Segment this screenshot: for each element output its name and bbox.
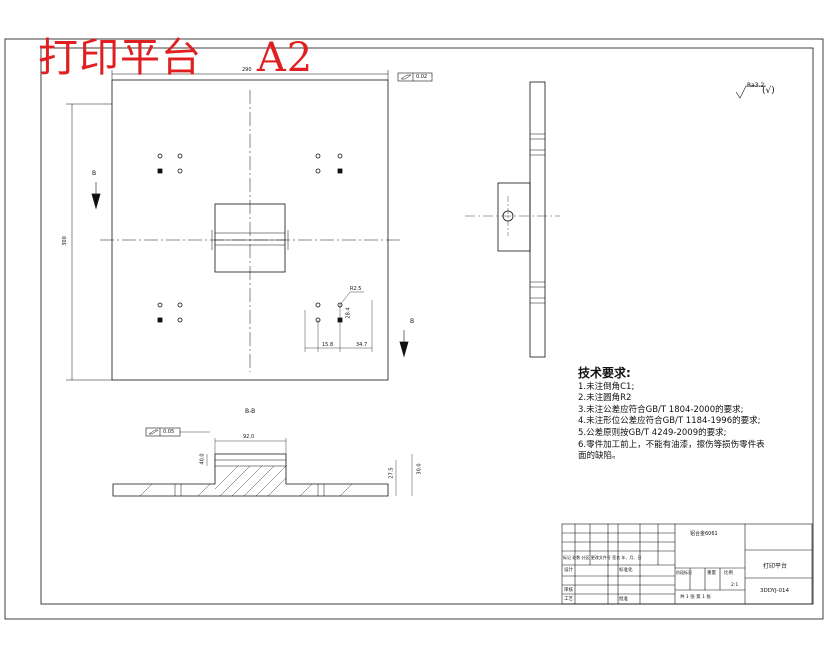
hole-group-bl <box>157 302 183 323</box>
roughness-suffix: (√) <box>762 86 775 96</box>
tb-stage: 阶段标记 <box>676 570 692 575</box>
roughness-symbol <box>735 85 766 99</box>
notes-heading: 技术要求: <box>578 366 631 380</box>
hole-group-tr <box>315 153 343 174</box>
tb-weight: 重量 <box>707 571 716 576</box>
dim-top-width: 290 <box>242 67 252 73</box>
cut-mark-right: B <box>410 318 415 325</box>
section-arrow-left <box>91 182 101 210</box>
note-line: 6.零件加工前上，不能有油漆，擦伤等损伤零件表 <box>578 439 765 450</box>
cut-mark-left: B <box>92 170 97 177</box>
note-line: 4.未注形位公差应符合GB/T 1184-1996的要求; <box>578 416 761 427</box>
hole-group-tl <box>157 153 183 174</box>
dim-left-height: 300 <box>61 236 68 246</box>
section-hatching <box>139 465 353 497</box>
dim-a: 15.8 <box>322 342 334 348</box>
dim-c: 28.4 <box>345 307 352 319</box>
platform-outline <box>111 79 389 381</box>
dim-section-width: 92.0 <box>243 434 255 440</box>
inner-frame <box>40 47 814 605</box>
tb-sheets: 共 1 张 第 1 张 <box>680 595 711 600</box>
note-line: 5.公差原则按GB/T 4249-2009的要求; <box>578 427 727 438</box>
roughness-value: Ra3.2 <box>747 82 765 89</box>
section-profile <box>112 453 389 497</box>
tb-scale: 2:1 <box>731 583 739 588</box>
outer-frame <box>4 38 824 620</box>
tb-approve: 批准 <box>619 597 628 602</box>
tb-standard: 标准化 <box>619 568 633 573</box>
tb-craft: 工艺 <box>564 597 573 602</box>
dim-section-small: 40.0 <box>199 453 206 465</box>
side-view-boss <box>497 182 531 252</box>
dim-hole-radius: R2.5 <box>350 286 362 292</box>
flatness-top-value: 0.02 <box>416 74 428 80</box>
tb-ratio: 比例 <box>724 571 733 576</box>
section-label: B-B <box>245 408 256 415</box>
tb-designer: 设计 <box>564 568 573 573</box>
note-line: 3.未注公差应符合GB/T 1804-2000的要求; <box>578 404 744 415</box>
tb-part-name: 打印平台 <box>763 563 788 570</box>
stamp-title: 打印平台 A2 <box>38 35 314 81</box>
title-block <box>561 523 813 605</box>
side-view-plate <box>529 81 546 358</box>
tb-check: 审核 <box>564 588 573 593</box>
flatness-section-value: 0.05 <box>163 429 175 435</box>
dim-section-height-a: 27.5 <box>388 467 395 479</box>
technical-notes: 技术要求: 1.未注倒角C1; 2.未注圆角R2 3.未注公差应符合GB/T 1… <box>578 366 765 463</box>
tb-material: 铝合金6061 <box>690 531 718 537</box>
note-line: 2.未注圆角R2 <box>578 393 632 404</box>
center-boss <box>214 203 286 273</box>
note-line: 1.未注倒角C1; <box>578 381 635 392</box>
flatness-frame-top <box>397 72 433 82</box>
dim-section-height-b: 30.0 <box>416 463 423 475</box>
dim-b: 34.7 <box>356 342 368 348</box>
tb-col-headers: 标记 处数 分区 更改文件号 签名 年、月、日 <box>563 555 642 560</box>
tb-drawing-no: 3DDYJ-014 <box>760 588 789 594</box>
hole-group-br <box>315 302 343 323</box>
note-line: 面的缺陷。 <box>578 451 621 462</box>
section-arrow-right <box>399 330 409 358</box>
